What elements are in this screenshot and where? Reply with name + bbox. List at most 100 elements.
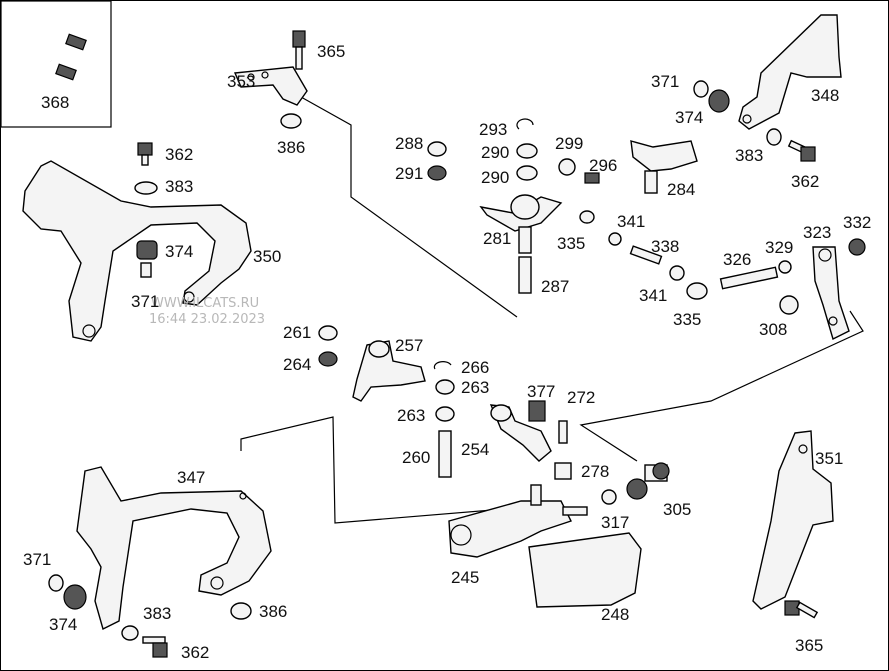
bush-335-b — [686, 282, 708, 300]
part-label-296: 296 — [589, 156, 617, 175]
part-label-288: 288 — [395, 134, 423, 153]
part-label-347: 347 — [177, 468, 205, 487]
nut-377 — [528, 400, 546, 422]
part-label-332: 332 — [843, 213, 871, 232]
part-label-350: 350 — [253, 247, 281, 266]
part-label-263: 263 — [397, 406, 425, 425]
bushing-263-b — [435, 406, 455, 422]
part-label-264: 264 — [283, 355, 311, 374]
part-label-353: 353 — [227, 72, 255, 91]
part-label-386: 386 — [259, 602, 287, 621]
part-label-254: 254 — [461, 440, 489, 459]
part-label-348: 348 — [811, 86, 839, 105]
nut-341-a — [608, 232, 622, 246]
bush-335-a — [579, 210, 595, 224]
leader-lines — [240, 96, 864, 524]
part-label-386: 386 — [277, 138, 305, 157]
part-label-245: 245 — [451, 568, 479, 587]
part-label-383: 383 — [735, 146, 763, 165]
part-label-317: 317 — [601, 513, 629, 532]
lever-257 — [352, 340, 426, 402]
washer-383-right — [766, 128, 782, 146]
bushing-264 — [318, 351, 338, 367]
bolt-362-bottom — [142, 636, 168, 658]
part-label-260: 260 — [402, 448, 430, 467]
washer-383-bottom — [121, 625, 139, 641]
bushing-263-a — [435, 379, 455, 395]
cover-248 — [528, 532, 642, 608]
part-label-284: 284 — [667, 180, 695, 199]
part-label-335: 335 — [557, 234, 585, 253]
part-label-291: 291 — [395, 164, 423, 183]
bushing-290-b — [516, 165, 538, 181]
part-labels: 3653533863713743482882912932902902992962… — [23, 42, 871, 662]
part-label-362: 362 — [181, 643, 209, 662]
part-label-365: 365 — [795, 636, 823, 655]
clip-293 — [516, 118, 534, 130]
nut-317 — [601, 489, 617, 505]
joint-305 — [644, 462, 670, 482]
bolt-365-bottom — [784, 600, 819, 619]
bush-278 — [554, 462, 572, 480]
part-label-335: 335 — [673, 310, 701, 329]
watermark-line2: 16:44 23.02.2023 — [149, 312, 265, 327]
part-label-383: 383 — [143, 604, 171, 623]
part-label-362: 362 — [165, 145, 193, 164]
nut-386-bottom — [230, 602, 252, 620]
part-label-272: 272 — [567, 388, 595, 407]
bracket-351 — [752, 430, 834, 610]
part-label-290: 290 — [481, 143, 509, 162]
bracket-353 — [233, 66, 308, 106]
bracket-350 — [22, 160, 252, 342]
part-label-371: 371 — [651, 72, 679, 91]
bolt-326 — [719, 266, 779, 290]
grommet-374-bottom — [63, 584, 87, 610]
watermark-line1: WWW.ILCATS.RU — [151, 296, 259, 311]
part-label-266: 266 — [461, 358, 489, 377]
lever-254 — [489, 404, 552, 462]
part-label-326: 326 — [723, 250, 751, 269]
nut-308 — [779, 295, 799, 315]
part-label-308: 308 — [759, 320, 787, 339]
part-label-371: 371 — [131, 292, 159, 311]
part-label-351: 351 — [815, 449, 843, 468]
stud-338 — [629, 245, 663, 265]
bushing-261 — [318, 325, 338, 341]
washer-329 — [778, 260, 792, 274]
bushing-291 — [427, 165, 447, 181]
part-label-287: 287 — [541, 277, 569, 296]
lever-284 — [630, 140, 698, 194]
bolt-272 — [558, 420, 568, 444]
pin-260 — [438, 430, 452, 478]
bracket-347 — [76, 466, 272, 631]
part-label-374: 374 — [675, 108, 703, 127]
washer-371-bottom — [48, 574, 64, 592]
lever-323 — [812, 246, 850, 341]
part-label-263: 263 — [461, 378, 489, 397]
part-label-374: 374 — [165, 242, 193, 261]
part-label-371: 371 — [23, 550, 51, 569]
part-label-338: 338 — [651, 237, 679, 256]
part-label-261: 261 — [283, 323, 311, 342]
part-label-257: 257 — [395, 336, 423, 355]
bolt-washers-left — [134, 142, 158, 278]
shift-assembly-245 — [448, 484, 588, 558]
lever-281 — [479, 194, 563, 294]
nut-299 — [558, 158, 576, 176]
inset-box — [1, 1, 112, 128]
part-label-305: 305 — [663, 500, 691, 519]
part-label-383: 383 — [165, 177, 193, 196]
nut-332 — [848, 238, 866, 256]
part-label-341: 341 — [639, 286, 667, 305]
part-label-248: 248 — [601, 605, 629, 624]
pin-296 — [584, 172, 600, 184]
grommet-374-top — [708, 89, 730, 113]
bushing-290-a — [516, 143, 538, 159]
bracket-348 — [738, 14, 842, 130]
part-label-374: 374 — [49, 615, 77, 634]
part-label-365: 365 — [317, 42, 345, 61]
bolt-365-top — [292, 30, 306, 70]
bolt-362-right — [787, 139, 816, 162]
